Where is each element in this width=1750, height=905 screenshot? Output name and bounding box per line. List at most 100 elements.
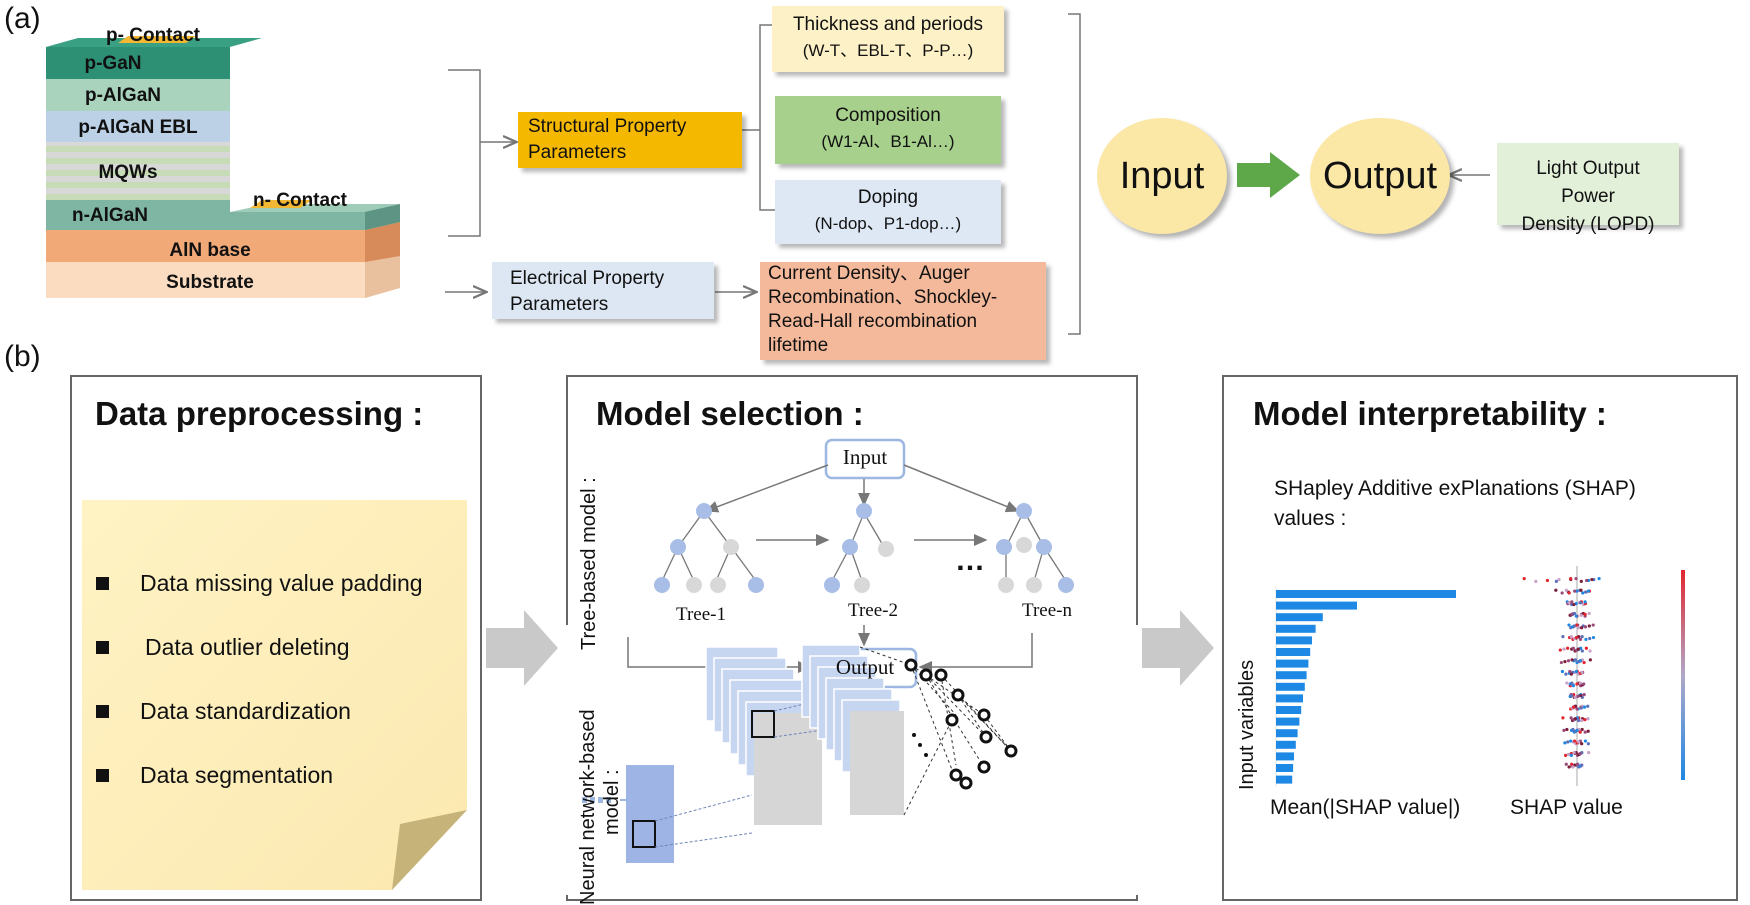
shap-point bbox=[1572, 624, 1576, 628]
shap-point bbox=[1574, 577, 1578, 581]
shap-point bbox=[1579, 588, 1583, 592]
shap-point bbox=[1597, 577, 1601, 581]
shap-point bbox=[1573, 658, 1577, 662]
shap-point bbox=[1545, 578, 1550, 583]
shap-point bbox=[1563, 753, 1568, 757]
dense-nodes bbox=[904, 658, 1018, 790]
shap-point bbox=[1573, 589, 1577, 593]
preprocessing-item-1: Data missing value padding bbox=[140, 570, 423, 596]
flow-arrow-icon bbox=[1142, 610, 1214, 686]
nn-model-label: Neural network-based model : bbox=[576, 645, 624, 905]
shap-point bbox=[1587, 751, 1591, 755]
shap-point bbox=[1570, 612, 1574, 616]
shap-point bbox=[1579, 601, 1583, 605]
shap-point bbox=[1573, 739, 1577, 743]
shap-point bbox=[1580, 718, 1584, 723]
substrate-layer bbox=[46, 256, 400, 298]
shap-point bbox=[1571, 684, 1575, 688]
x-axis-label-bar: Mean(|SHAP value|) bbox=[1270, 796, 1461, 819]
shap-point bbox=[1582, 705, 1587, 709]
cnn-graphic bbox=[566, 625, 1138, 895]
shap-point bbox=[1588, 636, 1592, 641]
bullet-icon bbox=[96, 705, 109, 718]
shap-point bbox=[1565, 727, 1569, 732]
shap-point bbox=[1584, 646, 1588, 650]
shap-bar bbox=[1276, 671, 1307, 680]
shap-point bbox=[1586, 729, 1590, 733]
shap-point bbox=[1569, 577, 1573, 581]
nn-model-label-line2: model : bbox=[601, 769, 623, 835]
shap-point bbox=[1574, 635, 1578, 640]
shap-bar bbox=[1276, 682, 1305, 691]
shap-bar bbox=[1276, 740, 1296, 749]
shap-point bbox=[1577, 718, 1581, 723]
shap-point bbox=[1561, 716, 1565, 720]
shap-point bbox=[1559, 660, 1563, 665]
shap-point bbox=[1569, 672, 1573, 676]
p-contact-label: p- Contact bbox=[106, 25, 200, 46]
tree-n-label: Tree-n bbox=[1022, 600, 1072, 621]
shap-point bbox=[1573, 717, 1577, 721]
shap-point bbox=[1578, 659, 1582, 663]
shap-point bbox=[1569, 716, 1573, 720]
shap-point bbox=[1563, 741, 1567, 745]
shap-bar-chart bbox=[1275, 586, 1456, 786]
panel-b-label: (b) bbox=[4, 340, 41, 373]
shap-point bbox=[1567, 591, 1571, 595]
shap-point bbox=[1587, 624, 1591, 628]
shap-point bbox=[1583, 625, 1588, 629]
shap-point bbox=[1579, 626, 1584, 630]
input-output-arrow bbox=[1237, 152, 1300, 198]
sticky-note bbox=[82, 500, 467, 890]
shap-point bbox=[1578, 730, 1582, 734]
shap-point bbox=[1578, 637, 1583, 641]
shap-point bbox=[1566, 740, 1570, 744]
shap-point bbox=[1580, 670, 1584, 674]
shap-point bbox=[1571, 727, 1575, 732]
shap-bar bbox=[1276, 648, 1311, 656]
tree-1-graph bbox=[654, 503, 764, 593]
shap-point bbox=[1584, 637, 1588, 641]
x-axis-label-swarm: SHAP value bbox=[1510, 796, 1623, 819]
p-gan-layer bbox=[46, 47, 230, 79]
shap-point bbox=[1576, 740, 1581, 744]
shap-point bbox=[1575, 682, 1579, 686]
shap-point bbox=[1534, 579, 1538, 583]
shap-subtitle-line2: values : bbox=[1274, 507, 1347, 530]
shap-point bbox=[1580, 742, 1584, 746]
shap-point bbox=[1579, 613, 1583, 617]
shap-point bbox=[1558, 648, 1562, 652]
shap-point bbox=[1564, 672, 1568, 676]
shap-point bbox=[1570, 693, 1574, 698]
aln-base-label: AlN base bbox=[169, 240, 251, 261]
shap-point bbox=[1562, 647, 1566, 651]
shap-point bbox=[1573, 695, 1577, 699]
bullet-icon bbox=[96, 577, 109, 590]
mqws-label: MQWs bbox=[98, 162, 158, 183]
shap-point bbox=[1590, 577, 1594, 582]
shap-point bbox=[1570, 762, 1574, 766]
model-input-label: Input bbox=[842, 445, 888, 469]
shap-point bbox=[1574, 614, 1578, 618]
doping-box: Doping (N-dop、P1-dop…) bbox=[775, 180, 1001, 244]
model-selection-title: Model selection : bbox=[596, 395, 864, 432]
shap-point bbox=[1576, 626, 1581, 630]
shap-point bbox=[1571, 765, 1575, 769]
shap-subtitle: SHapley Additive exPlanations (SHAP) val… bbox=[1274, 474, 1636, 534]
tree-2-label: Tree-2 bbox=[848, 600, 898, 621]
shap-point bbox=[1561, 635, 1565, 639]
electrical-property-box: Electrical Property Parameters bbox=[492, 262, 714, 319]
shap-point bbox=[1569, 753, 1573, 757]
shap-point bbox=[1567, 765, 1571, 769]
shap-point bbox=[1570, 600, 1574, 604]
shap-point bbox=[1579, 763, 1584, 767]
substrate-label: Substrate bbox=[166, 272, 254, 293]
shap-point bbox=[1557, 577, 1561, 582]
tree-n-graph bbox=[996, 503, 1074, 593]
feature-map-stack-2 bbox=[801, 644, 904, 815]
shap-bar bbox=[1276, 717, 1300, 726]
shap-point bbox=[1568, 669, 1572, 674]
shap-point bbox=[1588, 658, 1592, 662]
panel-a-connectors bbox=[445, 13, 1490, 335]
shap-point bbox=[1582, 660, 1586, 665]
